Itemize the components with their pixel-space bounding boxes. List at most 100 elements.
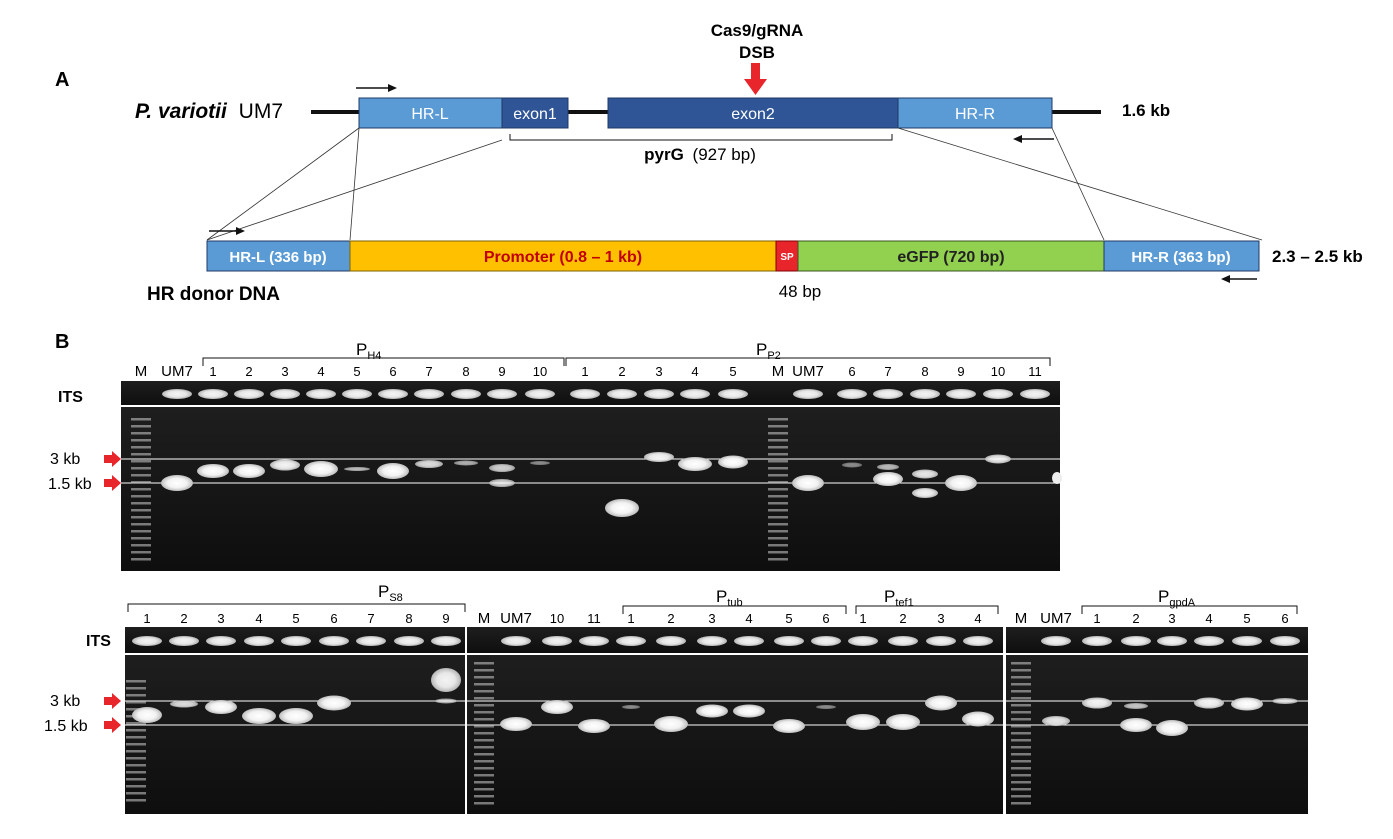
ladder-band [474, 669, 494, 672]
gel-band [811, 636, 841, 646]
ladder-band [474, 753, 494, 756]
gel-band [169, 636, 199, 646]
ladder-band [474, 781, 494, 784]
gel-band [270, 389, 300, 399]
donor-forward-arrow-icon [209, 227, 245, 235]
top-lane-label: UM7 [161, 363, 193, 380]
ladder-band [126, 750, 146, 753]
gel-band [132, 636, 162, 646]
gel-band [910, 389, 940, 399]
gel-band [1020, 389, 1050, 399]
ladder-band [131, 425, 151, 428]
genomic-exon1-label: exon1 [513, 106, 557, 123]
top-lane-label: 10 [991, 364, 1005, 379]
gel-band [304, 461, 338, 477]
top-lane-label: 7 [425, 364, 432, 379]
gel-band [342, 389, 372, 399]
ladder-band [126, 743, 146, 746]
ladder-band [1011, 753, 1031, 756]
top-lane-label: 1 [209, 364, 216, 379]
bottom-marker-3kb-arrow-icon [104, 693, 121, 709]
top-marker-3kb: 3 kb [50, 451, 80, 468]
genomic-exon1 [501, 97, 569, 129]
top-lane-label: 6 [848, 364, 855, 379]
bottom-lane-label: UM7 [1040, 610, 1072, 627]
sp-size: 48 bp [779, 282, 822, 301]
ladder-band [131, 530, 151, 533]
ladder-band [131, 495, 151, 498]
gel-band [925, 695, 957, 711]
ladder-band [1011, 781, 1031, 784]
panel-a-label: A [55, 69, 69, 91]
gel-band [792, 475, 824, 491]
gel-band [205, 700, 237, 714]
bottom-lane-label: 5 [292, 611, 299, 626]
bottom-marker-15kb-arrow-icon [104, 717, 121, 733]
ladder-band [1011, 795, 1031, 798]
ladder-band [768, 474, 788, 477]
gel-band [837, 389, 867, 399]
gel-band [234, 389, 264, 399]
gel-band [656, 636, 686, 646]
ladder-band [474, 676, 494, 679]
gel-band [1041, 636, 1071, 646]
gel-band [530, 461, 550, 465]
expand-line-3 [206, 139, 503, 241]
ladder-band [768, 544, 788, 547]
ladder-band [1011, 697, 1031, 700]
gel-band [793, 389, 823, 399]
gel-band [1082, 697, 1112, 709]
gel-band [431, 668, 461, 692]
ladder-band [474, 739, 494, 742]
ladder-band [1011, 739, 1031, 742]
organism-strain: UM7 [239, 100, 283, 123]
ladder-band [1011, 802, 1031, 805]
gel-band [500, 717, 532, 731]
bottom-lane-label: 6 [1281, 611, 1288, 626]
gel-band [877, 464, 899, 470]
ladder-band [1011, 725, 1031, 728]
gel-band [734, 636, 764, 646]
group-ps8: PS8 [127, 582, 466, 612]
group-ptef1: Ptef1 [855, 587, 999, 614]
gel-band [1270, 636, 1300, 646]
bottom-lane-label: 4 [745, 611, 752, 626]
top-lane-label: 2 [618, 364, 625, 379]
gel-band [846, 714, 880, 730]
ladder-band [768, 432, 788, 435]
gel-band [1042, 716, 1070, 726]
ladder-band [126, 736, 146, 739]
donor-sp-label: SP [780, 252, 794, 263]
ladder-band [1011, 662, 1031, 665]
ladder-band [474, 718, 494, 721]
bottom-lane-label: 4 [255, 611, 262, 626]
ladder-band [126, 722, 146, 725]
expand-line-1 [206, 127, 360, 241]
ladder-band [126, 785, 146, 788]
top-lane-label: 3 [281, 364, 288, 379]
group-ph4-label: PH4 [356, 340, 381, 362]
gel-band [654, 716, 688, 732]
gel-band [816, 705, 836, 709]
expand-line-2 [349, 127, 360, 241]
gel-band [542, 636, 572, 646]
ladder-band [768, 558, 788, 561]
ladder-band [131, 418, 151, 421]
gel-band [525, 389, 555, 399]
gel-band [946, 389, 976, 399]
ladder-band [768, 523, 788, 526]
gel-band [414, 389, 444, 399]
ladder-band [126, 680, 146, 683]
donor-label: HR donor DNA [147, 284, 280, 305]
genomic-size: 1.6 kb [1122, 101, 1170, 120]
gel-band [378, 389, 408, 399]
gel-band [718, 389, 748, 399]
bottom-lane-label: 1 [859, 611, 866, 626]
top-lane-label: 5 [729, 364, 736, 379]
ladder-band [131, 523, 151, 526]
gel-band [985, 454, 1011, 464]
top-lane-label: 9 [498, 364, 505, 379]
gel-band [489, 479, 515, 487]
ladder-band [126, 792, 146, 795]
